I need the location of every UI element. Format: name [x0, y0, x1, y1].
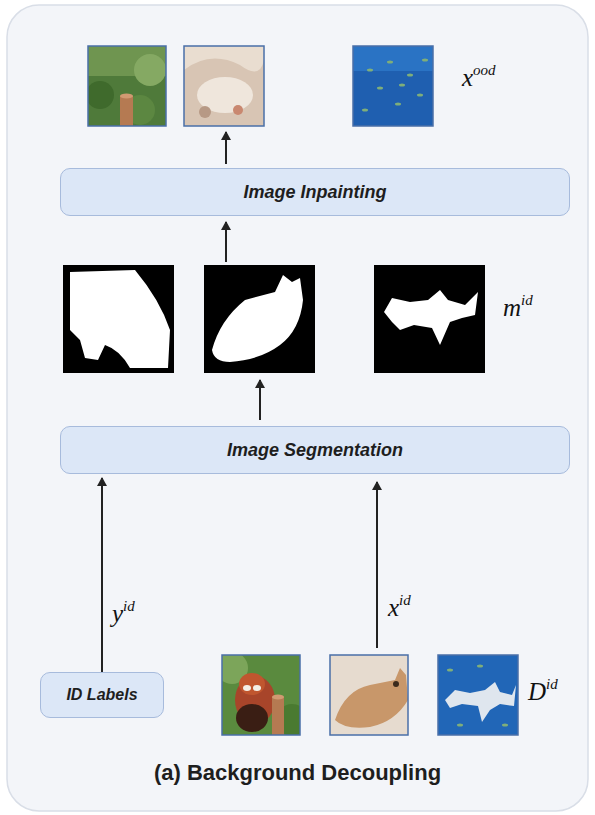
segmentation-mask — [374, 265, 485, 373]
caption: (a) Background Decoupling — [0, 760, 595, 786]
label-box: ID Labels — [40, 672, 164, 718]
input-image — [330, 655, 408, 735]
symbol-superscript: id — [399, 592, 411, 608]
output-image — [184, 46, 264, 126]
symbol-superscript: id — [123, 598, 135, 614]
panel — [7, 5, 588, 811]
symbol-superscript: ood — [473, 62, 496, 78]
label-symbol: yid — [112, 598, 135, 628]
flow-arrow — [225, 132, 227, 164]
input-symbol: xid — [388, 592, 411, 622]
box-label: Image Inpainting — [243, 182, 386, 203]
box-label: Image Segmentation — [227, 440, 403, 461]
box-label: ID Labels — [66, 686, 137, 704]
flow-arrow — [259, 380, 261, 420]
symbol-base: m — [503, 294, 521, 321]
output-image — [88, 46, 166, 126]
flow-arrow — [101, 478, 103, 672]
symbol-base: x — [388, 594, 399, 621]
symbol-base: y — [112, 600, 123, 627]
process-box: Image Inpainting — [60, 168, 570, 216]
input-image — [438, 655, 518, 735]
process-box: Image Segmentation — [60, 426, 570, 474]
symbol-base: D — [528, 678, 546, 705]
mask-symbol: mid — [503, 292, 533, 322]
output-symbol: xood — [462, 62, 496, 92]
segmentation-mask — [63, 265, 174, 373]
segmentation-mask — [204, 265, 315, 373]
flow-arrow — [376, 482, 378, 648]
input-image — [222, 655, 300, 735]
dataset-symbol: Did — [528, 676, 558, 706]
symbol-superscript: id — [521, 292, 533, 308]
symbol-base: x — [462, 64, 473, 91]
output-image — [353, 46, 433, 126]
symbol-superscript: id — [546, 676, 558, 692]
flow-arrow — [225, 222, 227, 262]
